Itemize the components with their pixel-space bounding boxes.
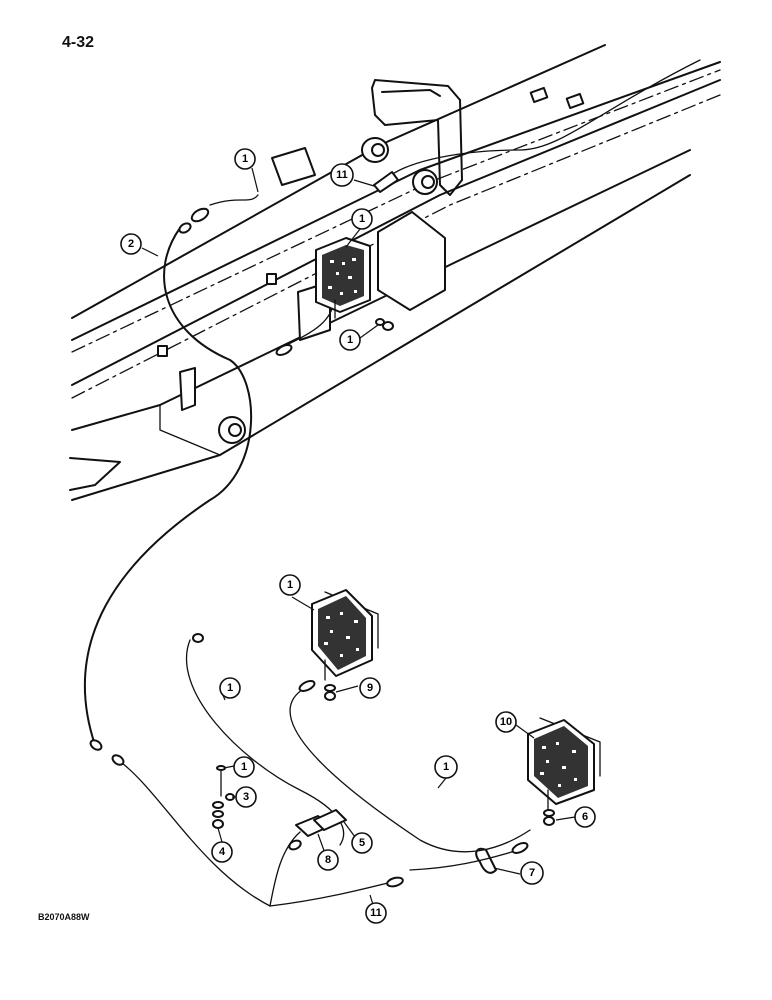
svg-text:1: 1 bbox=[241, 761, 247, 773]
svg-text:11: 11 bbox=[336, 169, 348, 181]
wiring-clip-upper bbox=[373, 171, 399, 193]
callout-9: 1 bbox=[219, 677, 241, 699]
svg-text:3: 3 bbox=[243, 791, 249, 803]
callout-11-upper: 11 bbox=[330, 163, 354, 187]
svg-text:4: 4 bbox=[219, 846, 226, 858]
svg-text:1: 1 bbox=[242, 153, 248, 165]
callout-2: 2 bbox=[120, 233, 142, 255]
svg-text:1: 1 bbox=[443, 761, 449, 773]
svg-text:6: 6 bbox=[582, 811, 588, 823]
svg-text:11: 11 bbox=[370, 907, 382, 919]
callout-11-lower: 7 bbox=[520, 861, 544, 885]
lamp-upper bbox=[315, 237, 394, 331]
callout-1-upper-socket: 1 bbox=[234, 148, 256, 170]
page-number: 4-32 bbox=[62, 34, 95, 51]
svg-text:5: 5 bbox=[359, 837, 365, 849]
wiring-harness bbox=[84, 59, 701, 907]
svg-text:1: 1 bbox=[287, 579, 293, 591]
callout-3: 1 bbox=[233, 756, 255, 778]
callout-1-lower-hardware: 6 bbox=[574, 806, 596, 828]
lamp-middle bbox=[311, 589, 379, 701]
svg-text:2: 2 bbox=[128, 238, 134, 250]
callout-8: 5 bbox=[351, 832, 373, 854]
svg-text:9: 9 bbox=[367, 682, 373, 694]
svg-text:7: 7 bbox=[529, 867, 535, 879]
svg-text:10: 10 bbox=[500, 716, 512, 728]
callout-1-upper-lamp: 1 bbox=[351, 208, 373, 230]
wiring-clip-lower bbox=[475, 847, 497, 874]
svg-text:1: 1 bbox=[359, 213, 365, 225]
svg-text:1: 1 bbox=[227, 682, 233, 694]
hardware-stack bbox=[212, 765, 235, 829]
lamp-lower bbox=[527, 717, 601, 826]
svg-text:8: 8 bbox=[325, 854, 331, 866]
callout-1-lower-lamp: 10 bbox=[495, 711, 517, 733]
svg-text:1: 1 bbox=[347, 334, 353, 346]
callout-10: 1 bbox=[434, 755, 458, 779]
callout-5: 4 bbox=[211, 841, 233, 863]
callout-1-middle-lamp: 1 bbox=[279, 574, 301, 596]
callout-1-upper-hardware: 1 bbox=[339, 329, 361, 351]
callout-7: 8 bbox=[317, 849, 339, 871]
callout-1-middle-hardware: 9 bbox=[359, 677, 381, 699]
boom-frame bbox=[69, 44, 721, 501]
drawing-code: B2070A88W bbox=[38, 912, 90, 922]
callout-6: 11 bbox=[365, 902, 387, 924]
junction-blocks bbox=[295, 809, 347, 837]
leader-lines bbox=[141, 167, 576, 912]
callout-4: 3 bbox=[235, 786, 257, 808]
